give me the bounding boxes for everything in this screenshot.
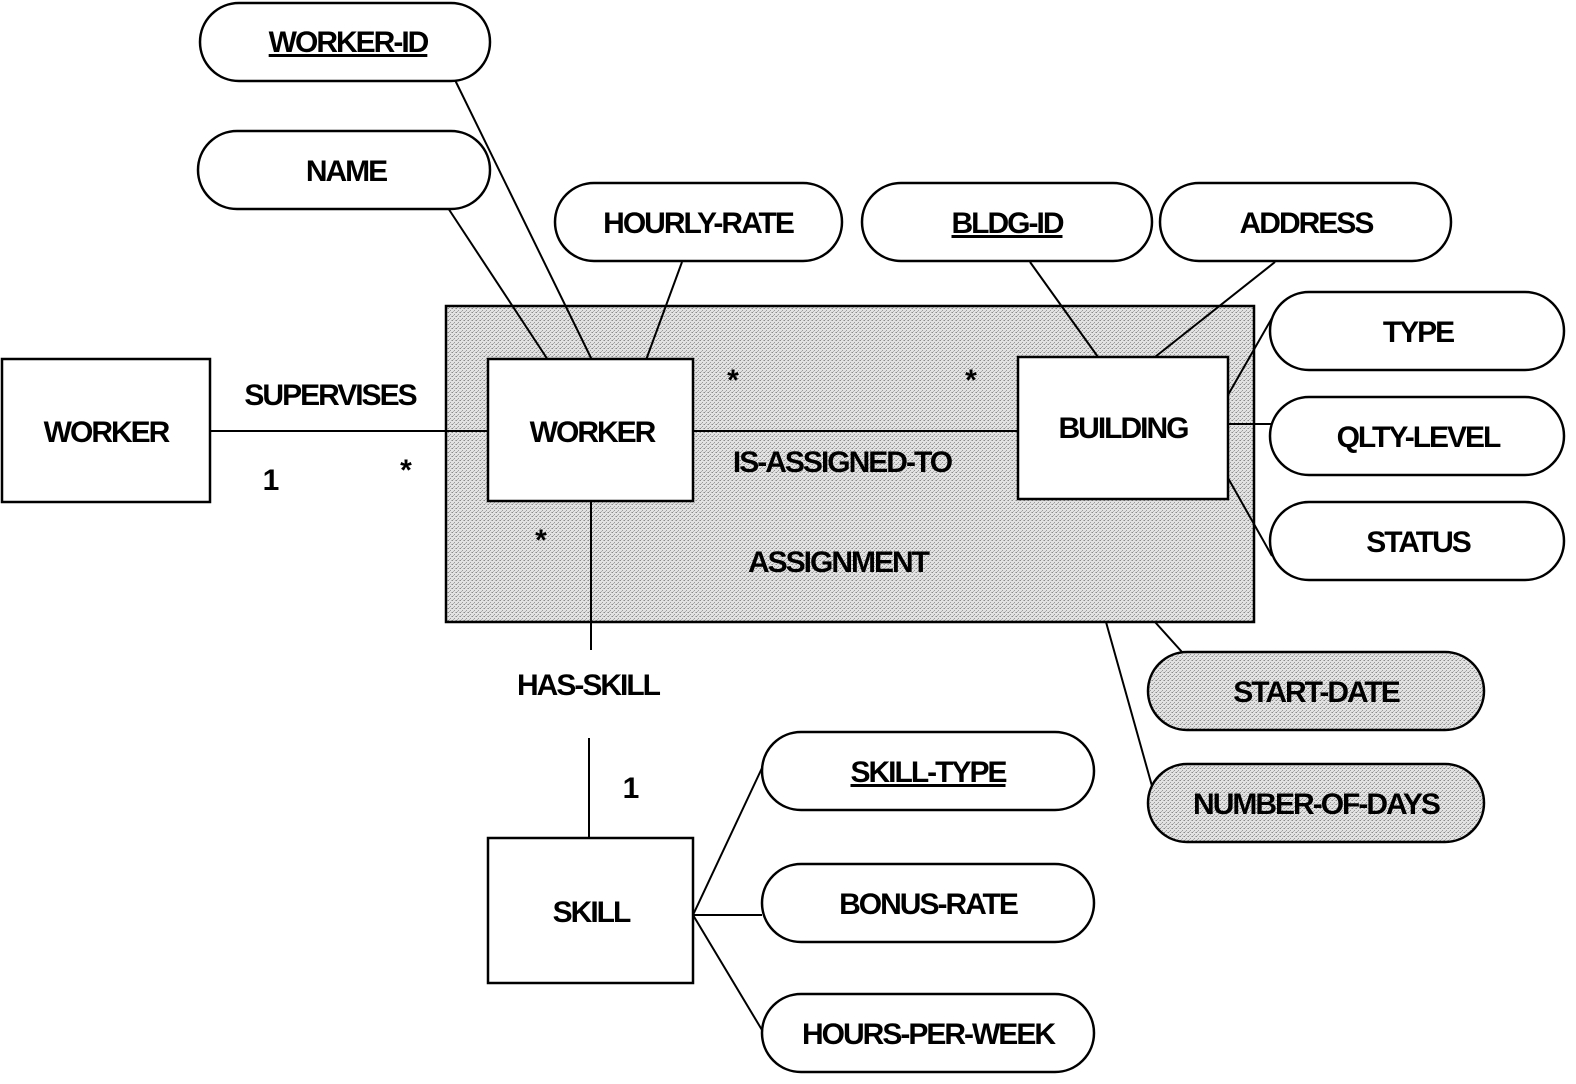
attribute-status: STATUS xyxy=(1268,500,1566,582)
link-start-date xyxy=(1154,621,1183,653)
entity-worker: WORKER xyxy=(486,357,695,503)
entity-building: BUILDING xyxy=(1016,355,1230,501)
link-status xyxy=(1227,477,1273,557)
attribute-skill-type: SKILL-TYPE xyxy=(760,730,1096,812)
attribute-label: ADDRESS xyxy=(1240,207,1374,240)
entity-skill: SKILL xyxy=(486,836,695,985)
attribute-label: BONUS-RATE xyxy=(839,888,1018,921)
relationship-supervises: SUPERVISES xyxy=(244,379,416,412)
connectors xyxy=(210,79,1276,1031)
link-name xyxy=(447,207,549,361)
attribute-bonus-rate: BONUS-RATE xyxy=(760,862,1096,944)
entity-label: WORKER xyxy=(530,416,657,449)
attribute-number-of-days: NUMBER-OF-DAYS xyxy=(1146,762,1486,844)
relationship-has-skill: HAS-SKILL xyxy=(517,669,661,702)
attribute-address: ADDRESS xyxy=(1158,181,1453,263)
attribute-label: NUMBER-OF-DAYS xyxy=(1193,788,1440,821)
attribute-type: TYPE xyxy=(1268,290,1566,372)
cardinality-supervises-many: * xyxy=(400,454,412,487)
attribute-label: NAME xyxy=(306,155,387,188)
cardinality-has-skill-one: 1 xyxy=(623,772,639,805)
entity-label: SKILL xyxy=(553,896,631,929)
attribute-hourly-rate: HOURLY-RATE xyxy=(553,181,844,263)
attribute-qlty-level: QLTY-LEVEL xyxy=(1268,395,1566,477)
entity-label: WORKER xyxy=(44,416,171,449)
entity-worker-supervisor: WORKER xyxy=(0,357,212,504)
link-skill-type xyxy=(692,767,763,916)
attribute-label: WORKER-ID xyxy=(269,26,429,59)
attribute-label: HOURLY-RATE xyxy=(603,207,794,240)
link-address xyxy=(1154,261,1276,358)
attribute-label: QLTY-LEVEL xyxy=(1337,421,1501,454)
link-hours-per-week xyxy=(692,914,763,1031)
link-number-of-days xyxy=(1105,621,1153,787)
attribute-label: HOURS-PER-WEEK xyxy=(802,1018,1056,1051)
cardinality-supervises-one: 1 xyxy=(263,464,279,497)
link-hourly-rate xyxy=(645,261,683,361)
relationship-is-assigned-to: IS-ASSIGNED-TO xyxy=(733,446,953,479)
attribute-label: STATUS xyxy=(1366,526,1471,559)
attribute-start-date: START-DATE xyxy=(1146,650,1486,732)
attribute-label: SKILL-TYPE xyxy=(850,756,1006,789)
attribute-bldg-id: BLDG-ID xyxy=(860,181,1154,263)
attribute-worker-id: WORKER-ID xyxy=(198,1,492,83)
entity-label: BUILDING xyxy=(1059,412,1189,445)
attribute-name: NAME xyxy=(196,129,492,211)
attribute-hours-per-week: HOURS-PER-WEEK xyxy=(760,992,1096,1074)
link-type xyxy=(1227,317,1273,396)
attribute-label: TYPE xyxy=(1383,316,1454,349)
attribute-label: BLDG-ID xyxy=(952,207,1064,240)
link-bldg-id xyxy=(1029,261,1099,358)
link-worker-id xyxy=(454,79,593,361)
aggregate-label: ASSIGNMENT xyxy=(748,546,930,579)
attribute-label: START-DATE xyxy=(1233,676,1400,709)
